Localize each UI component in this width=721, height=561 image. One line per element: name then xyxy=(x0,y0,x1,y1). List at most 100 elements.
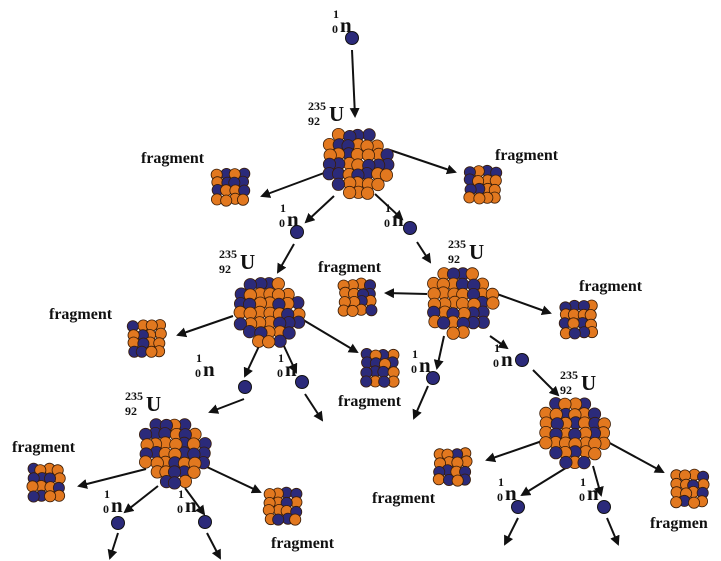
neutron-symbol: n xyxy=(203,357,215,381)
reaction-arrow xyxy=(389,149,457,175)
proton-ball xyxy=(145,345,158,358)
reaction-arrow xyxy=(606,517,620,546)
uranium-symbol: U xyxy=(329,102,344,126)
uranium-mass-number: 235 xyxy=(448,237,466,251)
neutron-ball xyxy=(568,327,581,340)
fragment-nucleus xyxy=(558,299,599,340)
neutron-symbol: n xyxy=(111,493,123,517)
neutron-ball xyxy=(272,513,285,526)
neutron-ball xyxy=(243,324,257,339)
neutron-mass-number: 1 xyxy=(278,351,284,365)
free-neutron xyxy=(403,221,417,235)
neutron-symbol: n xyxy=(340,13,352,37)
proton-ball xyxy=(379,168,393,182)
fragment-label: fragment xyxy=(12,439,76,456)
proton-ball xyxy=(236,193,249,206)
neutron-ball xyxy=(559,455,573,470)
reaction-arrow xyxy=(243,343,261,378)
fragment-label: fragment xyxy=(495,147,559,164)
uranium-mass-number: 235 xyxy=(560,368,578,382)
uranium-mass-number: 235 xyxy=(125,389,143,403)
neutron-mass-number: 1 xyxy=(412,347,418,361)
proton-ball xyxy=(465,267,479,281)
fragment-label: fragment xyxy=(579,278,643,295)
neutron-ball xyxy=(577,455,591,470)
reaction-arrow xyxy=(123,485,159,514)
neutron-atomic-number: 0 xyxy=(277,366,283,380)
neutron-ball xyxy=(378,375,391,388)
reaction-arrow xyxy=(107,532,119,560)
uranium-symbol: U xyxy=(469,240,484,264)
uranium-symbol: U xyxy=(581,371,596,395)
fragment-label: fragment xyxy=(141,150,205,167)
reaction-arrow xyxy=(349,49,360,118)
arrows-layer xyxy=(77,49,665,560)
reaction-arrow xyxy=(282,343,298,374)
reaction-arrow xyxy=(184,487,206,516)
reaction-arrow xyxy=(277,243,295,274)
neutron-ball xyxy=(549,446,563,460)
reaction-arrow xyxy=(532,369,560,397)
free-neutron xyxy=(198,515,212,529)
fragment-nucleus xyxy=(210,167,251,207)
fragment-label: fragment xyxy=(372,490,436,507)
reaction-arrow xyxy=(592,465,604,497)
neutron-symbol: n xyxy=(287,207,299,231)
reaction-arrow xyxy=(416,241,432,264)
neutron-atomic-number: 0 xyxy=(103,502,109,516)
fragment-label: fragment xyxy=(318,259,382,276)
reaction-arrow xyxy=(520,465,570,497)
proton-ball xyxy=(371,177,385,192)
uranium-atomic-number: 92 xyxy=(560,383,572,397)
free-neutron xyxy=(515,353,529,367)
proton-ball xyxy=(360,186,375,200)
proton-ball xyxy=(486,296,500,310)
reaction-arrow xyxy=(605,440,665,473)
proton-ball xyxy=(342,185,357,200)
neutron-mass-number: 1 xyxy=(385,201,391,215)
fragment-label: fragment xyxy=(271,535,335,552)
free-neutron xyxy=(295,375,309,389)
reaction-arrow xyxy=(412,385,429,420)
proton-ball xyxy=(473,192,486,205)
reaction-arrow xyxy=(485,439,546,463)
neutron-symbol: n xyxy=(419,353,431,377)
free-neutron xyxy=(511,500,525,514)
neutron-mass-number: 1 xyxy=(333,7,339,21)
neutron-symbol: n xyxy=(587,481,599,505)
reaction-arrow xyxy=(77,468,147,489)
reaction-arrow xyxy=(433,335,445,370)
neutron-ball xyxy=(331,177,345,191)
neutron-atomic-number: 0 xyxy=(384,216,390,230)
fragment-label: fragment xyxy=(338,393,402,410)
proton-ball xyxy=(44,490,57,503)
fragment-nucleus xyxy=(432,447,473,487)
proton-ball xyxy=(688,496,701,509)
uranium-nucleus xyxy=(427,267,500,340)
neutron-atomic-number: 0 xyxy=(279,216,285,230)
neutron-atomic-number: 0 xyxy=(579,490,585,504)
neutron-ball xyxy=(436,316,451,330)
proton-ball xyxy=(178,474,192,488)
reaction-arrow xyxy=(304,393,324,422)
reaction-arrow xyxy=(304,195,335,224)
fragment-nucleus xyxy=(670,468,710,509)
free-neutron xyxy=(597,500,611,514)
fragment-label: fragment xyxy=(49,306,113,323)
neutron-ball xyxy=(167,476,182,490)
fragment-nucleus xyxy=(463,164,503,205)
neutron-atomic-number: 0 xyxy=(497,490,503,504)
reaction-arrow xyxy=(496,293,552,316)
proton-ball xyxy=(539,436,553,450)
reaction-arrow xyxy=(208,398,245,414)
reaction-arrow xyxy=(260,169,333,198)
uranium-mass-number: 235 xyxy=(219,247,237,261)
uranium-atomic-number: 92 xyxy=(125,404,137,418)
proton-ball xyxy=(187,465,201,479)
uranium-nucleus xyxy=(539,397,611,470)
free-neutron xyxy=(426,371,440,385)
uranium-mass-number: 235 xyxy=(308,99,326,113)
fragment-nucleus xyxy=(337,277,378,317)
